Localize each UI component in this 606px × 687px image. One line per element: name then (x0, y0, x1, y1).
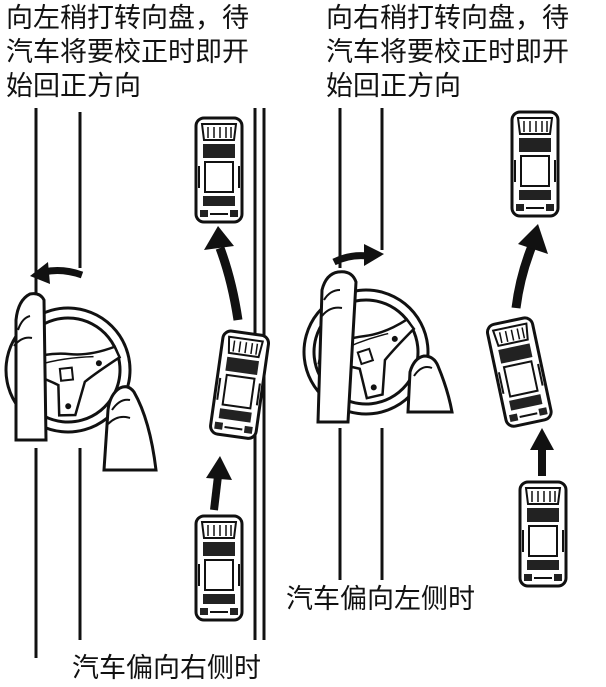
left-hand-icon (13, 292, 48, 442)
left-instruction: 向左稍打转向盘，待 汽车将要校正时即开 始回正方向 (6, 2, 249, 104)
right-panel-right-hand-icon (406, 354, 454, 414)
left-turn-arrow-icon (30, 262, 84, 284)
right-panel-left-hand-icon (316, 270, 358, 424)
right-instruction-line-2: 汽车将要校正时即开 (326, 37, 569, 68)
left-car-ahead (194, 116, 244, 224)
left-lane-markings (34, 108, 82, 658)
right-hand-icon (102, 385, 158, 472)
left-path-arrow-upper (204, 226, 243, 321)
right-turn-arrow-icon (332, 244, 384, 266)
right-path-arrow-lower (530, 428, 554, 476)
right-panel-caption: 汽车偏向左侧时 (286, 584, 475, 615)
right-car-ahead (510, 110, 560, 218)
right-lane-markings (338, 108, 384, 580)
left-instruction-line-2: 汽车将要校正时即开 (6, 37, 249, 68)
left-car-start (194, 514, 244, 622)
left-instruction-line-1: 向左稍打转向盘，待 (6, 3, 249, 34)
right-car-drifting (484, 314, 555, 430)
right-instruction: 向右稍打转向盘，待 汽车将要校正时即开 始回正方向 (326, 2, 569, 104)
right-car-start (518, 480, 568, 588)
left-car-drifting (208, 328, 272, 441)
left-panel-caption: 汽车偏向右侧时 (72, 653, 261, 684)
left-path-arrow-lower (206, 456, 232, 511)
right-instruction-line-1: 向右稍打转向盘，待 (326, 3, 569, 34)
right-instruction-line-3: 始回正方向 (326, 71, 461, 102)
left-instruction-line-3: 始回正方向 (6, 71, 141, 102)
right-path-arrow-upper (511, 224, 548, 309)
